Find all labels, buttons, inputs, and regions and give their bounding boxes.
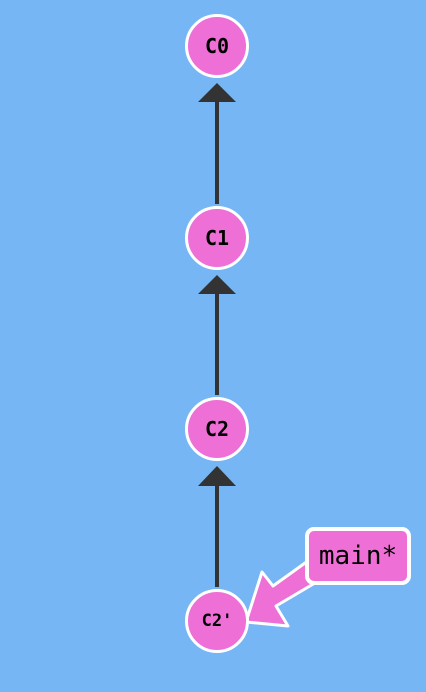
commit-label: C2' — [201, 611, 233, 631]
commit-label: C1 — [204, 226, 230, 250]
arrowhead-c2 — [198, 466, 236, 486]
branch-name: main* — [318, 541, 398, 571]
arrowhead-c0 — [198, 83, 236, 102]
commit-label: C0 — [204, 34, 230, 58]
commit-node-c2[interactable]: C2 — [185, 397, 249, 461]
arrowhead-c1 — [198, 275, 236, 294]
commit-node-c2-prime[interactable]: C2' — [185, 589, 249, 653]
commit-node-c0[interactable]: C0 — [185, 14, 249, 78]
commit-label: C2 — [204, 417, 230, 441]
branch-label-main[interactable]: main* — [305, 527, 411, 585]
commit-node-c1[interactable]: C1 — [185, 206, 249, 270]
